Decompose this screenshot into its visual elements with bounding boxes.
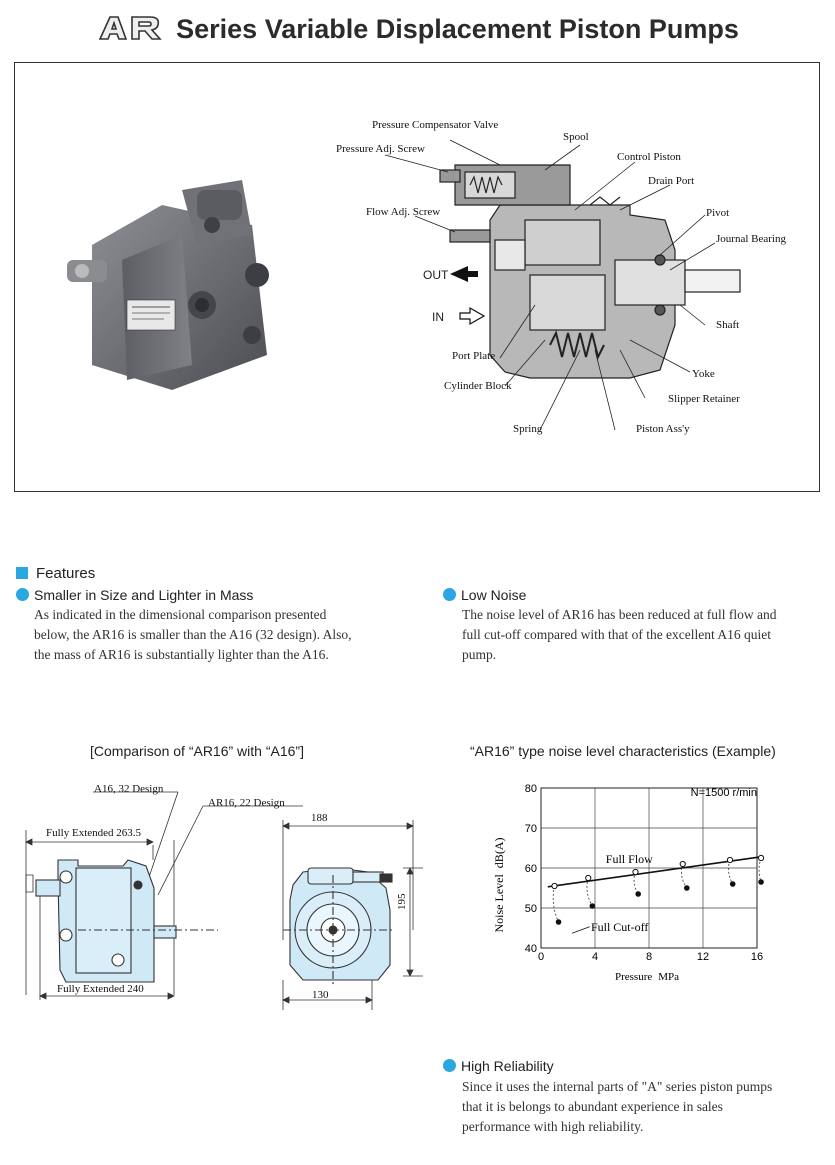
full-flow-point bbox=[585, 874, 592, 882]
full-flow-point bbox=[726, 856, 734, 864]
cutaway-panel bbox=[14, 62, 820, 492]
label-pressure-compensator-valve: Pressure Compensator Valve bbox=[372, 119, 499, 131]
full-flow-point bbox=[757, 854, 765, 862]
label-piston-assy: Piston Ass'y bbox=[636, 423, 690, 435]
feature-high-reliability-title: High Reliability bbox=[443, 1058, 554, 1074]
ar-logo-icon bbox=[98, 16, 162, 40]
feature-low-noise-title: Low Noise bbox=[443, 587, 526, 603]
label-slipper-retainer: Slipper Retainer bbox=[668, 393, 740, 405]
label-a16-32-design: A16, 32 Design bbox=[94, 783, 164, 795]
full-cutoff-label: Full Cut-off bbox=[591, 920, 648, 934]
label-fully-extended-240: Fully Extended 240 bbox=[57, 983, 144, 995]
label-spring: Spring bbox=[513, 423, 543, 435]
full-cutoff-point bbox=[589, 903, 596, 909]
label-ar16-22-design: AR16, 22 Design bbox=[208, 797, 285, 809]
y-tick-label: 70 bbox=[525, 823, 537, 835]
full-flow-point bbox=[551, 882, 558, 890]
label-pivot: Pivot bbox=[706, 207, 730, 219]
label-cylinder-block: Cylinder Block bbox=[444, 380, 512, 392]
y-tick-label: 80 bbox=[525, 783, 537, 795]
feature-low-noise-text: The noise level of AR16 has been reduced… bbox=[462, 607, 777, 662]
full-flow-point bbox=[679, 860, 686, 868]
features-heading: Features bbox=[16, 565, 95, 582]
label-yoke: Yoke bbox=[692, 368, 715, 380]
y-tick-label: 50 bbox=[525, 903, 537, 915]
noise-chart-caption: “AR16” type noise level characteristics … bbox=[470, 743, 776, 759]
dimension-188: 188 bbox=[311, 812, 328, 824]
y-tick-label: 60 bbox=[525, 863, 537, 875]
dimension-130: 130 bbox=[312, 989, 329, 1001]
full-cutoff-point bbox=[758, 879, 764, 885]
label-fully-extended-263: Fully Extended 263.5 bbox=[46, 827, 142, 839]
bullet-dot-icon bbox=[16, 588, 29, 601]
x-tick-label: 4 bbox=[592, 951, 598, 963]
transition-curve bbox=[586, 877, 593, 907]
label-control-piston: Control Piston bbox=[617, 151, 681, 163]
section-square-icon bbox=[16, 567, 28, 579]
transition-curve bbox=[681, 863, 688, 889]
full-cutoff-point bbox=[555, 919, 562, 925]
label-shaft: Shaft bbox=[716, 319, 740, 331]
full-cutoff-point bbox=[684, 885, 690, 891]
label-drain-port: Drain Port bbox=[648, 175, 695, 187]
out-arrow-icon bbox=[450, 266, 478, 282]
label-flow-adj-screw: Flow Adj. Screw bbox=[366, 206, 441, 218]
y-axis-label: Noise LeveldB(A) bbox=[495, 838, 506, 933]
bullet-dot-icon bbox=[443, 588, 456, 601]
full-flow-trend-line bbox=[547, 856, 762, 888]
pump-cutaway-diagram bbox=[384, 139, 741, 431]
feature-high-reliability-text: Since it uses the internal parts of "A" … bbox=[462, 1079, 773, 1134]
bullet-dot-icon bbox=[443, 1059, 456, 1072]
transition-curve bbox=[758, 857, 762, 883]
label-port-plate: Port Plate bbox=[452, 350, 496, 362]
pump-photo bbox=[67, 180, 269, 390]
x-tick-label: 8 bbox=[646, 951, 652, 963]
label-journal-bearing: Journal Bearing bbox=[716, 233, 786, 245]
title-text: Series Variable Displacement Piston Pump… bbox=[176, 14, 739, 44]
full-cutoff-point bbox=[635, 891, 641, 897]
transition-curve bbox=[728, 859, 734, 885]
full-flow-point bbox=[632, 868, 639, 876]
page-title: Series Variable Displacement Piston Pump… bbox=[0, 14, 835, 45]
label-spool: Spool bbox=[563, 131, 589, 143]
y-tick-label: 40 bbox=[525, 943, 537, 955]
full-cutoff-point bbox=[729, 881, 736, 887]
in-arrow-icon bbox=[459, 306, 486, 326]
full-cutoff-leader bbox=[571, 926, 590, 934]
label-pressure-adj-screw: Pressure Adj. Screw bbox=[336, 143, 425, 155]
speed-note: N=1500 r/min bbox=[691, 787, 757, 799]
x-tick-label: 12 bbox=[697, 951, 709, 963]
comparison-caption: [Comparison of “AR16” with “A16”] bbox=[90, 743, 304, 759]
feature-smaller-title: Smaller in Size and Lighter in Mass bbox=[16, 587, 253, 603]
transition-curve bbox=[552, 885, 559, 923]
dimension-comparison-drawing bbox=[25, 791, 423, 1010]
dimension-195: 195 bbox=[396, 893, 408, 911]
x-tick-label: 0 bbox=[538, 951, 544, 963]
label-out: OUT bbox=[423, 268, 449, 282]
feature-smaller-text: As indicated in the dimensional comparis… bbox=[34, 607, 352, 662]
label-in: IN bbox=[432, 310, 444, 324]
full-flow-label: Full Flow bbox=[606, 852, 653, 866]
x-tick-label: 16 bbox=[751, 951, 763, 963]
